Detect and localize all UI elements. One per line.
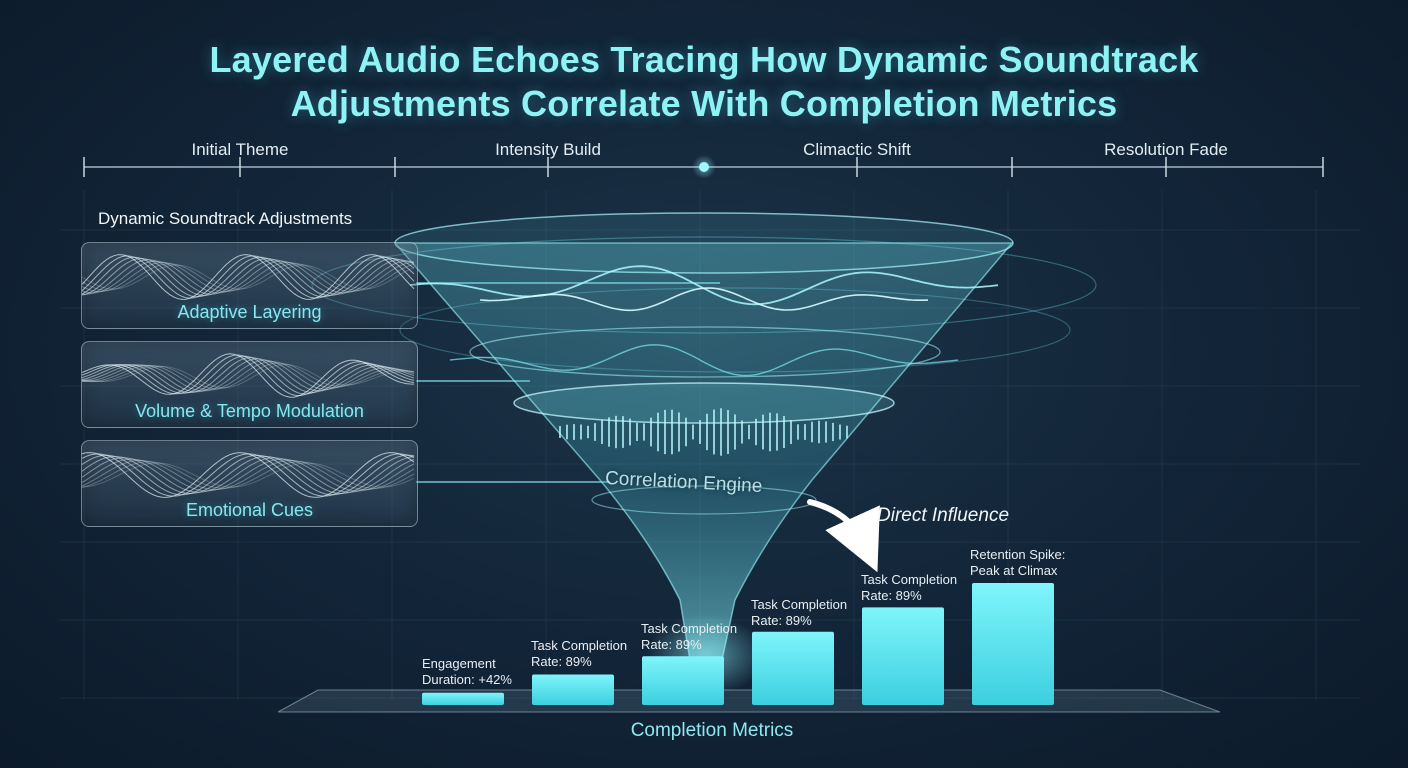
metric-bar-4 bbox=[862, 607, 944, 705]
phase-label-resolution-fade: Resolution Fade bbox=[1104, 140, 1228, 159]
metrics-platform bbox=[277, 689, 1221, 713]
metric-label-retention-spike: Retention Spike:Peak at Climax bbox=[970, 547, 1066, 578]
adjustment-panel-emotional-cues: Emotional Cues bbox=[81, 440, 418, 527]
adjustment-label: Emotional Cues bbox=[185, 500, 314, 520]
metric-bars bbox=[422, 583, 1054, 705]
adjustments-heading: Dynamic Soundtrack Adjustments bbox=[98, 209, 353, 228]
title-line-2: Adjustments Correlate With Completion Me… bbox=[290, 83, 1118, 124]
metric-bar-3 bbox=[752, 631, 834, 705]
adjustment-label: Adaptive Layering bbox=[177, 302, 322, 322]
adjustment-panel-adaptive-layering: Adaptive Layering bbox=[81, 242, 418, 329]
page-title: Layered Audio Echoes Tracing How Dynamic… bbox=[0, 38, 1408, 126]
curved-arrow-icon bbox=[807, 499, 880, 573]
adjustment-label: Volume & Tempo Modulation bbox=[135, 401, 364, 421]
metric-bar-5 bbox=[972, 583, 1054, 705]
waveform-icon bbox=[82, 452, 415, 498]
adjustment-panel-volume-tempo: Volume & Tempo Modulation bbox=[81, 341, 418, 428]
phase-label-initial-theme: Initial Theme bbox=[191, 140, 289, 159]
completion-metrics-caption: Completion Metrics bbox=[630, 720, 794, 741]
metric-bar-2 bbox=[642, 656, 724, 705]
metric-bar-1 bbox=[532, 674, 614, 705]
title-line-1: Layered Audio Echoes Tracing How Dynamic… bbox=[209, 39, 1199, 80]
waveform-icon bbox=[82, 353, 415, 398]
metric-bar-0 bbox=[422, 692, 504, 705]
phase-label-intensity-build: Intensity Build bbox=[495, 140, 601, 159]
timeline bbox=[83, 155, 1324, 179]
phase-label-climactic-shift: Climactic Shift bbox=[803, 140, 911, 159]
waveform-icon bbox=[82, 254, 415, 300]
direct-influence-label: Direct Influence bbox=[877, 505, 1010, 526]
